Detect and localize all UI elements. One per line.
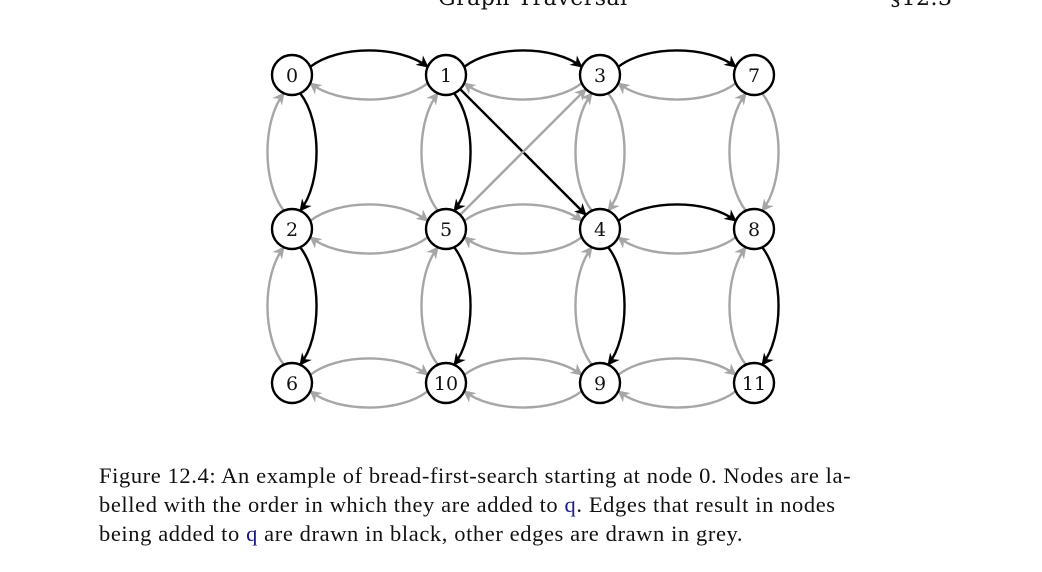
edge-5-to-2	[309, 236, 429, 255]
edge-4-to-9	[607, 246, 626, 366]
node-circle	[732, 361, 776, 405]
edge-10-to-5	[420, 246, 439, 366]
node-circle	[732, 53, 776, 97]
node-label: 6	[286, 373, 298, 395]
edge-11-to-8	[728, 246, 747, 366]
edge-8-to-11	[761, 246, 780, 366]
graph-node: 1	[424, 53, 468, 97]
edge-5-to-10	[453, 246, 472, 366]
node-circle	[424, 361, 468, 405]
graph-node: 9	[578, 361, 622, 405]
edge-4-to-3	[574, 92, 593, 212]
graph-node: 10	[424, 361, 468, 405]
edge-6-to-2	[266, 246, 285, 366]
node-circle	[270, 207, 314, 251]
graph-node: 0	[270, 53, 314, 97]
graph-node: 11	[732, 361, 776, 405]
edge-7-to-3	[617, 82, 737, 101]
node-label: 4	[594, 219, 606, 241]
edge-4-to-5	[463, 236, 583, 255]
edge-9-to-11	[617, 357, 737, 376]
node-circle	[578, 53, 622, 97]
caption-line: being added to q are drawn in black, oth…	[99, 521, 744, 546]
figure-caption: Figure 12.4: An example of bread-first-s…	[99, 461, 959, 548]
node-label: 3	[594, 65, 606, 87]
caption-line: belled with the order in which they are …	[99, 492, 836, 517]
edge-5-to-4	[463, 203, 583, 222]
edge-6-to-10	[309, 357, 429, 376]
edge-2-to-6	[299, 246, 318, 366]
node-label: 5	[440, 219, 452, 241]
caption-line: Figure 12.4: An example of bread-first-s…	[99, 463, 852, 488]
graph-node: 6	[270, 361, 314, 405]
node-label: 8	[748, 219, 760, 241]
node-label: 7	[748, 65, 760, 87]
node-circle	[578, 361, 622, 405]
code-q: q	[246, 521, 258, 546]
graph-node: 5	[424, 207, 468, 251]
node-circle	[424, 207, 468, 251]
graph-node: 8	[732, 207, 776, 251]
edge-4-to-8	[617, 203, 737, 222]
edge-2-to-0	[266, 92, 285, 212]
node-circle	[578, 207, 622, 251]
edge-11-to-9	[617, 390, 737, 409]
graph-node: 3	[578, 53, 622, 97]
code-q: q	[564, 492, 577, 517]
edge-0-to-1	[309, 49, 429, 68]
edge-10-to-9	[463, 357, 583, 376]
edge-3-to-7	[617, 49, 737, 68]
edge-10-to-6	[309, 390, 429, 409]
edge-1-to-5	[453, 92, 472, 212]
edge-3-to-4	[607, 92, 626, 212]
node-circle	[270, 53, 314, 97]
running-head-title: Graph Traversal	[438, 0, 628, 11]
nodes-layer: 0 1 3 7 2 5 4 8 6 10 9 11	[270, 53, 776, 405]
edge-5-to-3	[459, 88, 587, 216]
edge-1-to-3	[463, 49, 583, 68]
node-circle	[424, 53, 468, 97]
graph-node: 2	[270, 207, 314, 251]
edge-9-to-10	[463, 390, 583, 409]
node-circle	[732, 207, 776, 251]
edge-1-to-0	[309, 82, 429, 101]
node-label: 2	[286, 219, 298, 241]
bfs-grid-graph-figure: 0 1 3 7 2 5 4 8 6 10 9 11	[266, 49, 780, 409]
edge-5-to-1	[420, 92, 439, 212]
edge-9-to-4	[574, 246, 593, 366]
edge-0-to-2	[299, 92, 318, 212]
edge-8-to-4	[617, 236, 737, 255]
graph-node: 7	[732, 53, 776, 97]
node-label: 11	[742, 373, 766, 395]
node-label: 10	[434, 373, 458, 395]
node-label: 0	[286, 65, 298, 87]
edge-8-to-7	[728, 92, 747, 212]
edge-3-to-1	[463, 82, 583, 101]
edge-7-to-8	[761, 92, 780, 212]
node-circle	[270, 361, 314, 405]
edge-2-to-5	[309, 203, 429, 222]
node-label: 9	[594, 373, 606, 395]
node-label: 1	[440, 65, 452, 87]
edges-layer	[266, 49, 780, 409]
running-head-section: §12.3	[890, 0, 952, 11]
graph-node: 4	[578, 207, 622, 251]
